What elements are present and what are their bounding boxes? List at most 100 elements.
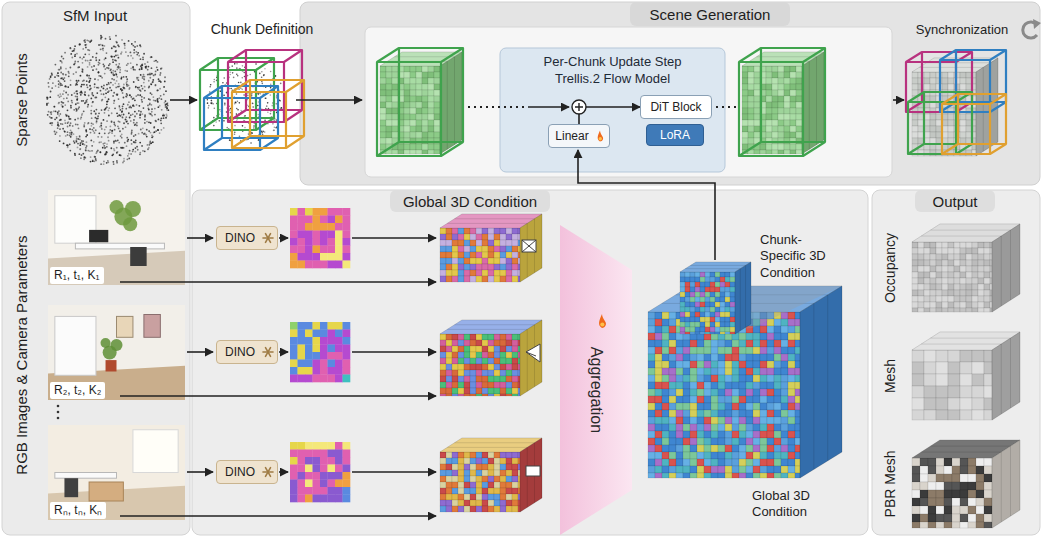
voxel — [790, 114, 796, 120]
sfm-point — [59, 113, 61, 115]
sfm-point — [63, 90, 65, 92]
voxel — [380, 90, 386, 96]
sfm-point — [252, 106, 254, 108]
sfm-point — [91, 122, 93, 124]
sfm-point — [263, 74, 265, 76]
sfm-point — [154, 108, 156, 110]
feature-cell — [328, 231, 336, 239]
sfm-point — [121, 110, 123, 112]
sfm-point — [131, 143, 133, 145]
sfm-point — [120, 88, 122, 90]
voxel — [476, 234, 482, 240]
voxel — [434, 90, 440, 96]
sfm-point — [104, 129, 106, 131]
voxel — [960, 72, 966, 78]
sfm-point — [65, 68, 67, 70]
sfm-point — [161, 67, 163, 69]
sfm-point — [257, 105, 259, 107]
sfm-point — [58, 125, 60, 127]
voxel — [942, 84, 948, 90]
sfm-point — [113, 100, 115, 102]
sfm-point — [106, 106, 108, 108]
sfm-point — [70, 53, 72, 55]
sfm-point — [123, 158, 125, 160]
sfm-point — [275, 119, 277, 121]
sfm-point — [132, 45, 134, 47]
sfm-point — [78, 127, 80, 129]
sfm-point — [94, 117, 96, 119]
voxel — [410, 90, 416, 96]
sfm-point — [67, 144, 69, 146]
voxel — [512, 228, 518, 234]
sfm-point — [85, 47, 87, 49]
voxel — [458, 258, 464, 264]
voxel — [512, 252, 518, 258]
voxel — [772, 126, 778, 132]
sfm-point — [136, 146, 138, 148]
sfm-point — [116, 42, 118, 44]
sfm-point — [92, 160, 94, 162]
voxel — [476, 240, 482, 246]
feature-cell — [343, 231, 351, 239]
sfm-point — [142, 58, 144, 60]
voxel — [742, 78, 748, 84]
sfm-point — [279, 100, 281, 102]
sfm-point — [57, 127, 59, 129]
photo-window — [133, 430, 178, 473]
sfm-point — [81, 92, 83, 94]
voxel — [742, 132, 748, 138]
sfm-point — [111, 112, 113, 114]
voxel — [458, 234, 464, 240]
sfm-point — [131, 129, 133, 131]
sfm-point — [90, 59, 92, 61]
sfm-point — [255, 63, 257, 65]
sfm-point — [153, 127, 155, 129]
sfm-point — [134, 124, 136, 126]
sfm-point — [99, 151, 101, 153]
sfm-point — [68, 75, 70, 77]
sfm-point — [74, 62, 76, 64]
voxel — [434, 126, 440, 132]
sfm-point — [116, 112, 118, 114]
sfm-point — [219, 109, 221, 111]
voxel-side-face — [976, 58, 998, 156]
sfm-point — [150, 104, 152, 106]
sfm-point — [123, 147, 125, 149]
sfm-point — [151, 73, 153, 75]
sfm-point — [132, 66, 134, 68]
sfm-point — [92, 56, 94, 58]
voxel — [772, 96, 778, 102]
sfm-point — [132, 149, 134, 151]
sfm-point — [107, 109, 109, 111]
sfm-point — [151, 93, 153, 95]
sfm-point — [111, 47, 113, 49]
sfm-point — [66, 144, 68, 146]
voxel — [410, 66, 416, 72]
feature-cell — [343, 238, 351, 246]
sfm-point — [121, 111, 123, 113]
sfm-point — [135, 134, 137, 136]
voxel — [488, 252, 494, 258]
voxel — [380, 96, 386, 102]
feature-cell — [298, 208, 306, 216]
sfm-point — [259, 73, 261, 75]
voxel — [434, 72, 440, 78]
sfm-point — [79, 56, 81, 58]
sfm-point — [144, 86, 146, 88]
sfm-point — [76, 138, 78, 140]
voxel — [398, 150, 404, 154]
sfm-point — [127, 63, 129, 65]
sfm-point — [147, 61, 149, 63]
photo-wall — [48, 425, 185, 520]
photo-plant — [101, 338, 111, 348]
sfm-point — [78, 153, 80, 155]
voxel — [748, 108, 754, 114]
sfm-point — [74, 61, 76, 63]
sfm-point — [67, 126, 69, 128]
sfm-point — [150, 56, 152, 58]
voxel — [930, 114, 936, 120]
sfm-point — [261, 83, 263, 85]
voxel — [434, 120, 440, 126]
sfm-point — [57, 124, 59, 126]
sfm-point — [144, 63, 146, 65]
